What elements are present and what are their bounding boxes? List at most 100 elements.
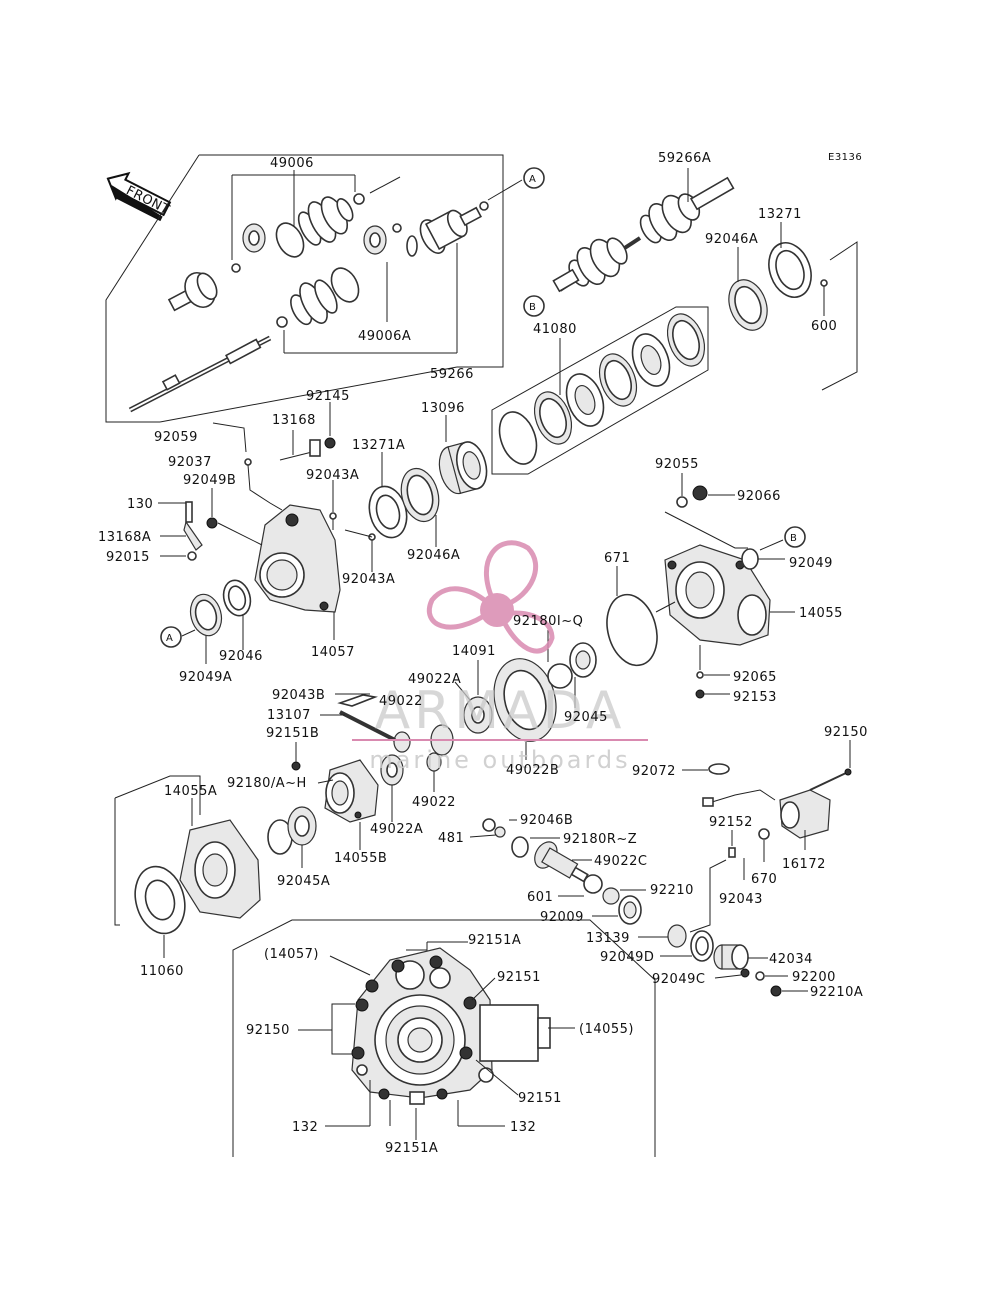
seal-481 (494, 826, 506, 838)
label-49022a-1: 49022A (408, 672, 461, 687)
label-92043a-2: 92043A (342, 572, 395, 587)
label-92055: 92055 (655, 457, 699, 472)
assembly-detail-frame (232, 919, 656, 1157)
propeller-logo-icon (426, 540, 555, 654)
armada-watermark: ARMADA marine outboards (352, 540, 648, 774)
sensor-13168 (309, 439, 321, 457)
wire-harness (711, 789, 776, 803)
callout-a-mid: A (160, 626, 182, 648)
label-13271a: 13271A (352, 438, 405, 453)
label-59266a: 59266A (658, 151, 711, 166)
label-13168a: 13168A (98, 530, 151, 545)
watermark-tagline: marine outboards (369, 746, 630, 774)
o-ring-671 (606, 593, 658, 667)
label-49022-2: 49022 (412, 795, 456, 810)
label-92151a-bottom: 92151A (385, 1141, 438, 1156)
label-92009: 92009 (540, 910, 584, 925)
washer-92200 (755, 971, 765, 981)
nut-92049b (206, 517, 218, 529)
label-92043: 92043 (719, 892, 763, 907)
watermark-brand: ARMADA (375, 681, 626, 741)
nut-92210a (770, 985, 782, 997)
svg-text:A: A (166, 633, 173, 644)
label-92153: 92153 (733, 690, 777, 705)
bearing-housing-14055b (324, 759, 379, 823)
label-14055b: 14055B (334, 851, 387, 866)
label-600: 600 (811, 319, 837, 334)
label-130: 130 (127, 497, 153, 512)
label-92065: 92065 (733, 670, 777, 685)
lever-13168a (183, 501, 203, 561)
drive-shaft-right (552, 176, 735, 293)
label-92200: 92200 (792, 970, 836, 985)
bushing-13139 (667, 924, 687, 948)
label-92152: 92152 (709, 815, 753, 830)
drive-shaft-left (128, 176, 523, 413)
clutch-pack-frame (491, 306, 709, 475)
label-13096: 13096 (421, 401, 465, 416)
label-92180i-q: 92180I~Q (513, 614, 583, 629)
clutch-pack-41080 (498, 313, 706, 465)
gear-13096 (438, 441, 488, 495)
bearing-92046b (482, 818, 496, 832)
plug-92066 (692, 485, 708, 501)
part-labels: 49006 49006A 59266 59266A 13271 92046A 6… (98, 151, 868, 1156)
shim-92180rz (511, 836, 529, 858)
label-14055a: 14055A (164, 784, 217, 799)
label-49006a: 49006A (358, 329, 411, 344)
label-92072: 92072 (632, 764, 676, 779)
shaft-group-frame (199, 154, 504, 368)
callout-b-top: B (523, 295, 545, 317)
label-92049c: 92049C (652, 972, 705, 987)
label-481: 481 (438, 831, 464, 846)
shim-92180iq (547, 663, 573, 689)
assembled-housing-detail (351, 947, 551, 1105)
label-92049d: 92049D (600, 950, 654, 965)
label-92145: 92145 (306, 389, 350, 404)
label-14057: 14057 (311, 645, 355, 660)
label-11060: 11060 (140, 964, 184, 979)
label-92150-left: 92150 (246, 1023, 290, 1038)
callout-b-mid: B (784, 526, 806, 548)
label-92046a-mid: 92046A (407, 548, 460, 563)
label-670: 670 (751, 872, 777, 887)
label-132-right: 132 (510, 1120, 536, 1135)
washer-92210 (602, 887, 620, 905)
label-49022b: 49022B (506, 763, 559, 778)
label-14055: 14055 (799, 606, 843, 621)
actuator-16172 (779, 768, 852, 839)
label-49006: 49006 (270, 156, 314, 171)
bracket-92152 (728, 847, 736, 858)
label-49022c: 49022C (594, 854, 647, 869)
o-ring-670 (758, 828, 770, 840)
label-92151a-top: 92151A (468, 933, 521, 948)
label-14091: 14091 (452, 644, 496, 659)
label-13139: 13139 (586, 931, 630, 946)
svg-text:B: B (790, 533, 797, 544)
label-92151b: 92151B (266, 726, 319, 741)
label-92150-right: 92150 (824, 725, 868, 740)
label-92049b: 92049B (183, 473, 236, 488)
callout-a-top: A (523, 167, 545, 189)
label-14057-ref: (14057) (264, 947, 319, 962)
label-92049: 92049 (789, 556, 833, 571)
label-92049a: 92049A (179, 670, 232, 685)
svg-text:A: A (529, 174, 536, 185)
housing-14057 (254, 504, 341, 613)
svg-text:B: B (529, 302, 536, 313)
label-13168: 13168 (272, 413, 316, 428)
seal-92049 (741, 548, 759, 570)
front-arrow-icon: FRONT (106, 171, 172, 222)
diagram-code: E3136 (828, 152, 862, 163)
label-49022-1: 49022 (379, 694, 423, 709)
label-13107: 13107 (267, 708, 311, 723)
label-41080: 41080 (533, 322, 577, 337)
label-92210: 92210 (650, 883, 694, 898)
bearing-601 (583, 874, 603, 894)
label-92037: 92037 (168, 455, 212, 470)
label-92015: 92015 (106, 550, 150, 565)
label-92043b: 92043B (272, 688, 325, 703)
nut-92145 (324, 437, 336, 449)
label-92043a-1: 92043A (306, 468, 359, 483)
